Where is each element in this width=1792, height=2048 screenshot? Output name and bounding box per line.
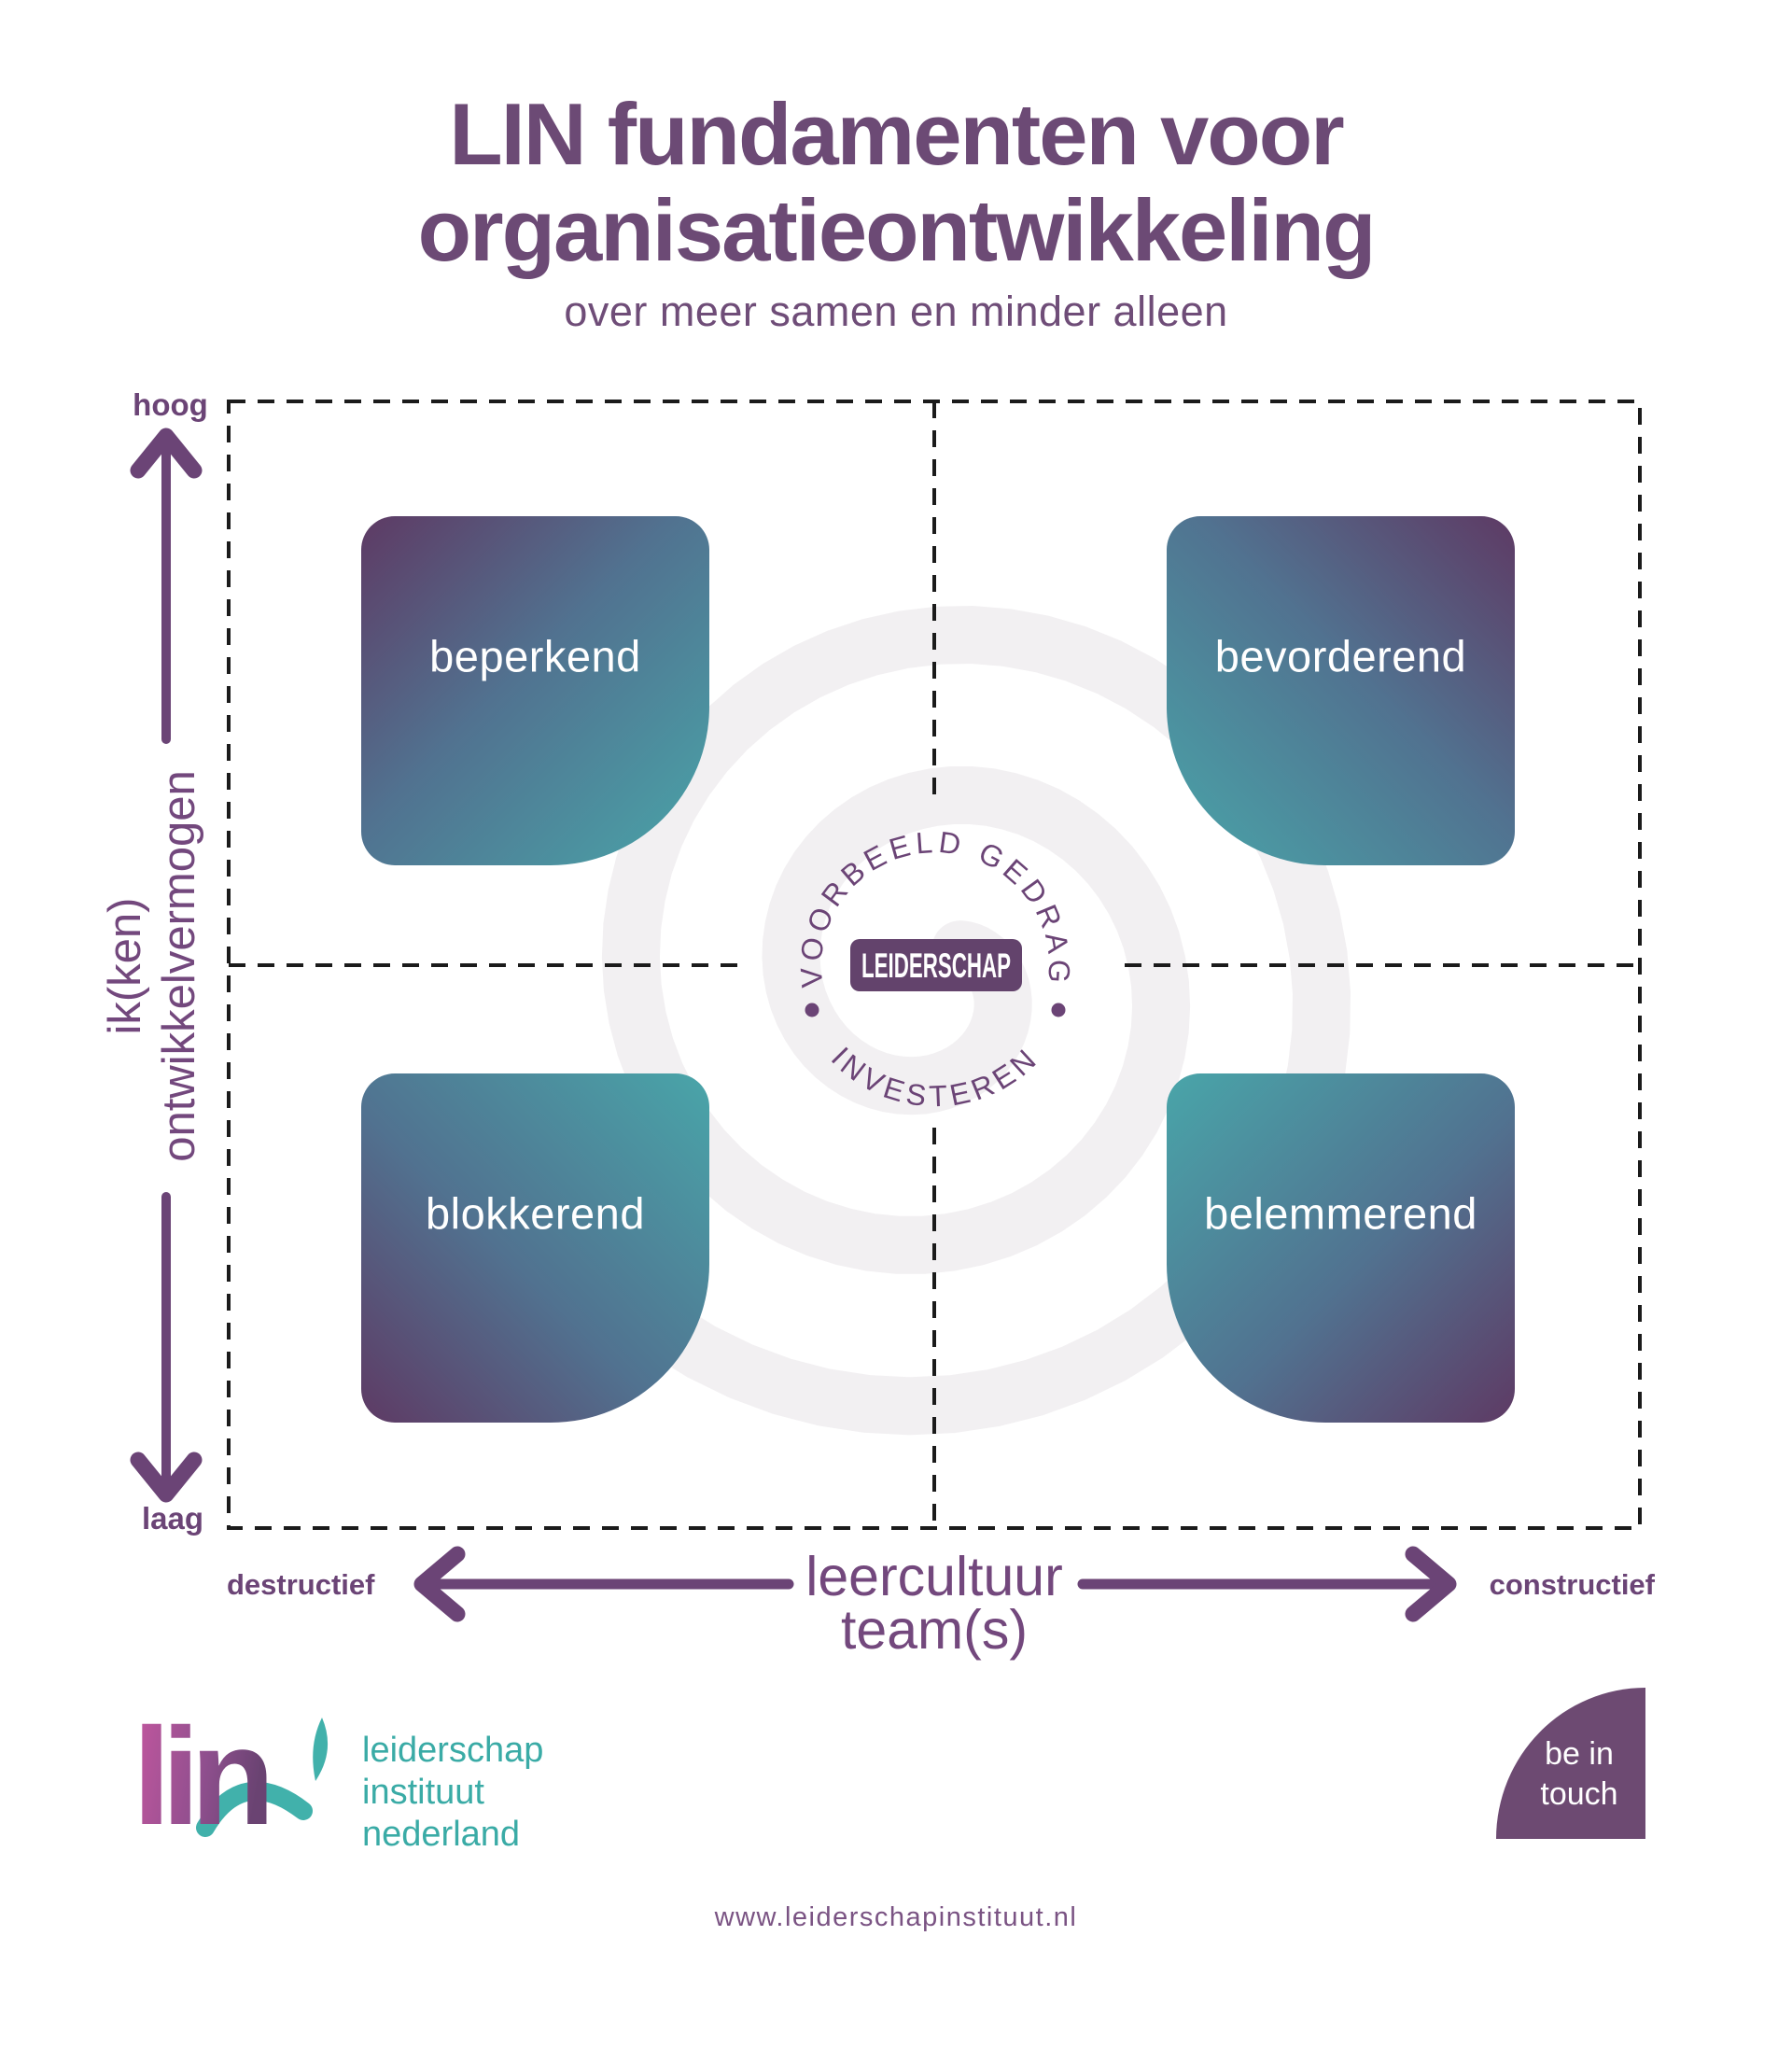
- be-in-touch-line2: touch: [1540, 1776, 1618, 1812]
- quadrant-label: belemmerend: [1204, 1188, 1477, 1239]
- y-axis-arrow-down-head: [130, 1452, 203, 1503]
- quadrant-label: beperkend: [429, 631, 641, 681]
- logo-caption-line3: nederland: [362, 1815, 521, 1854]
- logo-caption-line2: instituut: [362, 1773, 484, 1812]
- x-axis-right-label: constructief: [1489, 1568, 1655, 1601]
- x-axis-left-label: destructief: [227, 1568, 375, 1601]
- quadrant-label: blokkerend: [426, 1188, 645, 1239]
- emblem-arc-bottom-text: INVESTEREN: [825, 1040, 1045, 1114]
- y-axis-title-line2: ontwikkelvermogen: [154, 770, 204, 1162]
- logo-caption-line1: leiderschap: [362, 1731, 544, 1770]
- lin-logo-wordmark: lin: [133, 1708, 267, 1854]
- y-axis-arrow-up-head: [130, 428, 203, 479]
- website-url: www.leiderschapinstituut.nl: [714, 1902, 1078, 1932]
- quadrant-beperkend: beperkend: [361, 516, 709, 865]
- y-axis-bottom-label: laag: [141, 1501, 204, 1536]
- quadrant-bevorderend: bevorderend: [1167, 516, 1515, 865]
- page-subtitle: over meer samen en minder alleen: [564, 288, 1228, 335]
- leiderschap-badge-text: LEIDERSCHAP: [861, 947, 1011, 985]
- lin-logo-leaf-icon: [313, 1718, 329, 1781]
- y-axis-title: ik(ken) ontwikkelvermogen: [98, 770, 206, 1161]
- page-title: LIN fundamenten voor organisatieontwikke…: [0, 86, 1792, 278]
- quadrant-belemmerend: belemmerend: [1167, 1073, 1515, 1423]
- logo-caption: leiderschap instituut nederland: [362, 1730, 543, 1856]
- center-emblem: VOORBEELD GEDRAG INVESTEREN LEIDERSCHAP: [793, 825, 1076, 1114]
- lin-logo: lin: [133, 1708, 329, 1854]
- quadrant-blokkerend: blokkerend: [361, 1073, 709, 1423]
- x-axis-title-line1: leercultuur: [805, 1546, 1063, 1607]
- emblem-dot-left: [805, 1003, 819, 1017]
- emblem-arc-top-text: VOORBEELD GEDRAG: [793, 825, 1076, 989]
- page-title-line1: LIN fundamenten voor: [449, 85, 1344, 183]
- be-in-touch-badge: be in touch: [1496, 1688, 1645, 1839]
- quadrant-label: bevorderend: [1214, 631, 1467, 681]
- page-title-line2: organisatieontwikkeling: [417, 181, 1377, 279]
- y-axis-top-label: hoog: [133, 387, 208, 422]
- lin-logo-arc-icon: [196, 1781, 313, 1837]
- be-in-touch-line1: be in: [1545, 1736, 1614, 1772]
- be-in-touch-text: be in touch: [1522, 1734, 1636, 1815]
- emblem-dot-right: [1051, 1003, 1066, 1017]
- leiderschap-badge: [850, 939, 1022, 991]
- y-axis-title-line1: ik(ken): [100, 897, 150, 1035]
- x-axis-title-line2: team(s): [841, 1599, 1028, 1661]
